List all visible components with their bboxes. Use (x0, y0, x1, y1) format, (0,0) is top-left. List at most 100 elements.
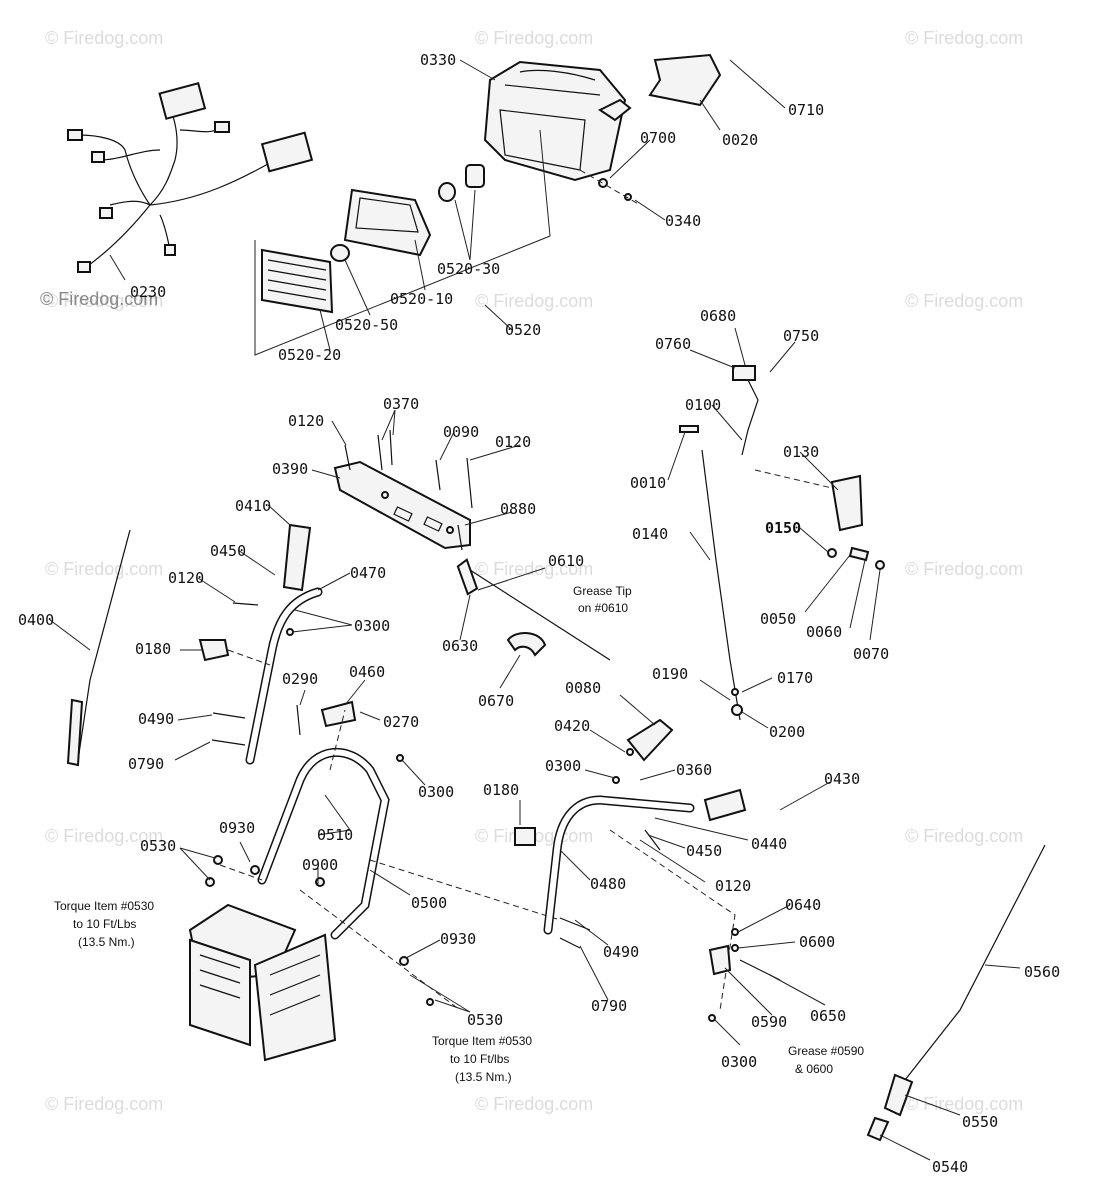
callout-label: 0300 (721, 1053, 757, 1071)
callout-label: 0710 (788, 101, 824, 119)
note-grease-0590-line1: Grease #0590 (788, 1044, 864, 1058)
callout-label: 0330 (420, 51, 456, 69)
watermark: © Firedog.com (905, 291, 1023, 311)
callout-label: 0680 (700, 307, 736, 325)
note-torque-left-line3: (13.5 Nm.) (78, 935, 135, 949)
callout-label: 0120 (715, 877, 751, 895)
watermark: © Firedog.com (475, 1094, 593, 1114)
callout-label: 0510 (317, 826, 353, 844)
callout-label: 0750 (783, 327, 819, 345)
callout-label: 0530 (140, 837, 176, 855)
washer-0700 (598, 178, 608, 188)
notes: Grease Tip on #0610 Torque Item #0530 to… (54, 584, 864, 1084)
callout-label: 0080 (565, 679, 601, 697)
lower-handle (257, 709, 561, 940)
callout-label: 0560 (1024, 963, 1060, 981)
watermark: © Firedog.com (45, 28, 163, 48)
headlight-assembly (254, 129, 551, 356)
watermark: © Firedog.com (45, 559, 163, 579)
callout-label: 0540 (932, 1158, 968, 1176)
callout-label: 0450 (210, 542, 246, 560)
callout-label: 0440 (751, 835, 787, 853)
callout-label: 0550 (962, 1113, 998, 1131)
dash-panel (333, 429, 473, 551)
callout-label: 0450 (686, 842, 722, 860)
callout-label: 0060 (806, 623, 842, 641)
watermark: © Firedog.com (905, 826, 1023, 846)
upper-handle-right (514, 718, 781, 1011)
callout-label: 0520-10 (390, 290, 453, 308)
callout-label: 0880 (500, 500, 536, 518)
upper-handle-left (198, 523, 357, 765)
note-grease-tip-line1: Grease Tip (573, 584, 632, 598)
callout-label: 0430 (824, 770, 860, 788)
shift-linkage (679, 365, 885, 721)
callout-label: 0020 (722, 131, 758, 149)
watermark: © Firedog.com (475, 559, 593, 579)
leader-lines (49, 59, 1021, 1161)
callout-label: 0190 (652, 665, 688, 683)
callout-label: 0670 (478, 692, 514, 710)
callout-label: 0630 (442, 637, 478, 655)
callout-label: 0520-20 (278, 346, 341, 364)
callout-label: 0520-30 (437, 260, 500, 278)
watermark: © Firedog.com (475, 291, 593, 311)
callout-label: 0410 (235, 497, 271, 515)
callout-label: 0530 (467, 1011, 503, 1029)
callout-label: 0270 (383, 713, 419, 731)
callout-label: 0500 (411, 894, 447, 912)
callout-label: 0120 (288, 412, 324, 430)
callout-label: 0090 (443, 423, 479, 441)
callout-label: 0230 (130, 283, 166, 301)
callout-label: 0180 (483, 781, 519, 799)
callout-label: 0300 (354, 617, 390, 635)
watermark: © Firedog.com (905, 559, 1023, 579)
note-torque-left-line2: to 10 Ft/Lbs (73, 917, 136, 931)
callout-label: 0930 (219, 819, 255, 837)
callout-label: 0170 (777, 669, 813, 687)
note-grease-tip-line2: on #0610 (578, 601, 628, 615)
note-torque-bottom-line3: (13.5 Nm.) (455, 1070, 512, 1084)
headlight-housing (483, 60, 632, 182)
frame-bracket (188, 864, 461, 1062)
note-grease-0590-line2: & 0600 (795, 1062, 833, 1076)
callout-label: 0340 (665, 212, 701, 230)
callout-label: 0390 (272, 460, 308, 478)
callout-label: 0520-50 (335, 316, 398, 334)
callout-label: 0790 (128, 755, 164, 773)
wiring-harness (67, 82, 314, 273)
callout-label: 0900 (302, 856, 338, 874)
callout-label: 0300 (545, 757, 581, 775)
callout-label: 0490 (603, 943, 639, 961)
watermark: © Firedog.com (45, 1094, 163, 1114)
callout-label: 0070 (853, 645, 889, 663)
note-torque-bottom-line2: to 10 Ft/lbs (450, 1052, 509, 1066)
callout-label: 0420 (554, 717, 590, 735)
callout-label: 0100 (685, 396, 721, 414)
callout-label: 0140 (632, 525, 668, 543)
callout-label: 0590 (751, 1013, 787, 1031)
screw-0340 (624, 193, 632, 201)
callout-label: 0760 (655, 335, 691, 353)
headlight-shield (648, 53, 722, 107)
note-torque-left-line1: Torque Item #0530 (54, 899, 154, 913)
callout-label: 0010 (630, 474, 666, 492)
callout-label: 0650 (810, 1007, 846, 1025)
callout-label: 0120 (168, 569, 204, 587)
callout-label: 0400 (18, 611, 54, 629)
callout-label: 0290 (282, 670, 318, 688)
callout-label: 0150 (765, 519, 801, 537)
callout-label: 0700 (640, 129, 676, 147)
callout-label: 0180 (135, 640, 171, 658)
callout-label: 0130 (783, 443, 819, 461)
callout-label: 0520 (505, 321, 541, 339)
callout-labels: 0330 0710 0020 0700 0340 0230 0520-30 05… (18, 51, 1060, 1176)
cables (66, 529, 1046, 1142)
callout-label: 0370 (383, 395, 419, 413)
watermark: © Firedog.com (475, 28, 593, 48)
watermark: © Firedog.com (45, 291, 163, 311)
callout-label: 0640 (785, 896, 821, 914)
callout-label: 0480 (590, 875, 626, 893)
callout-label: 0460 (349, 663, 385, 681)
